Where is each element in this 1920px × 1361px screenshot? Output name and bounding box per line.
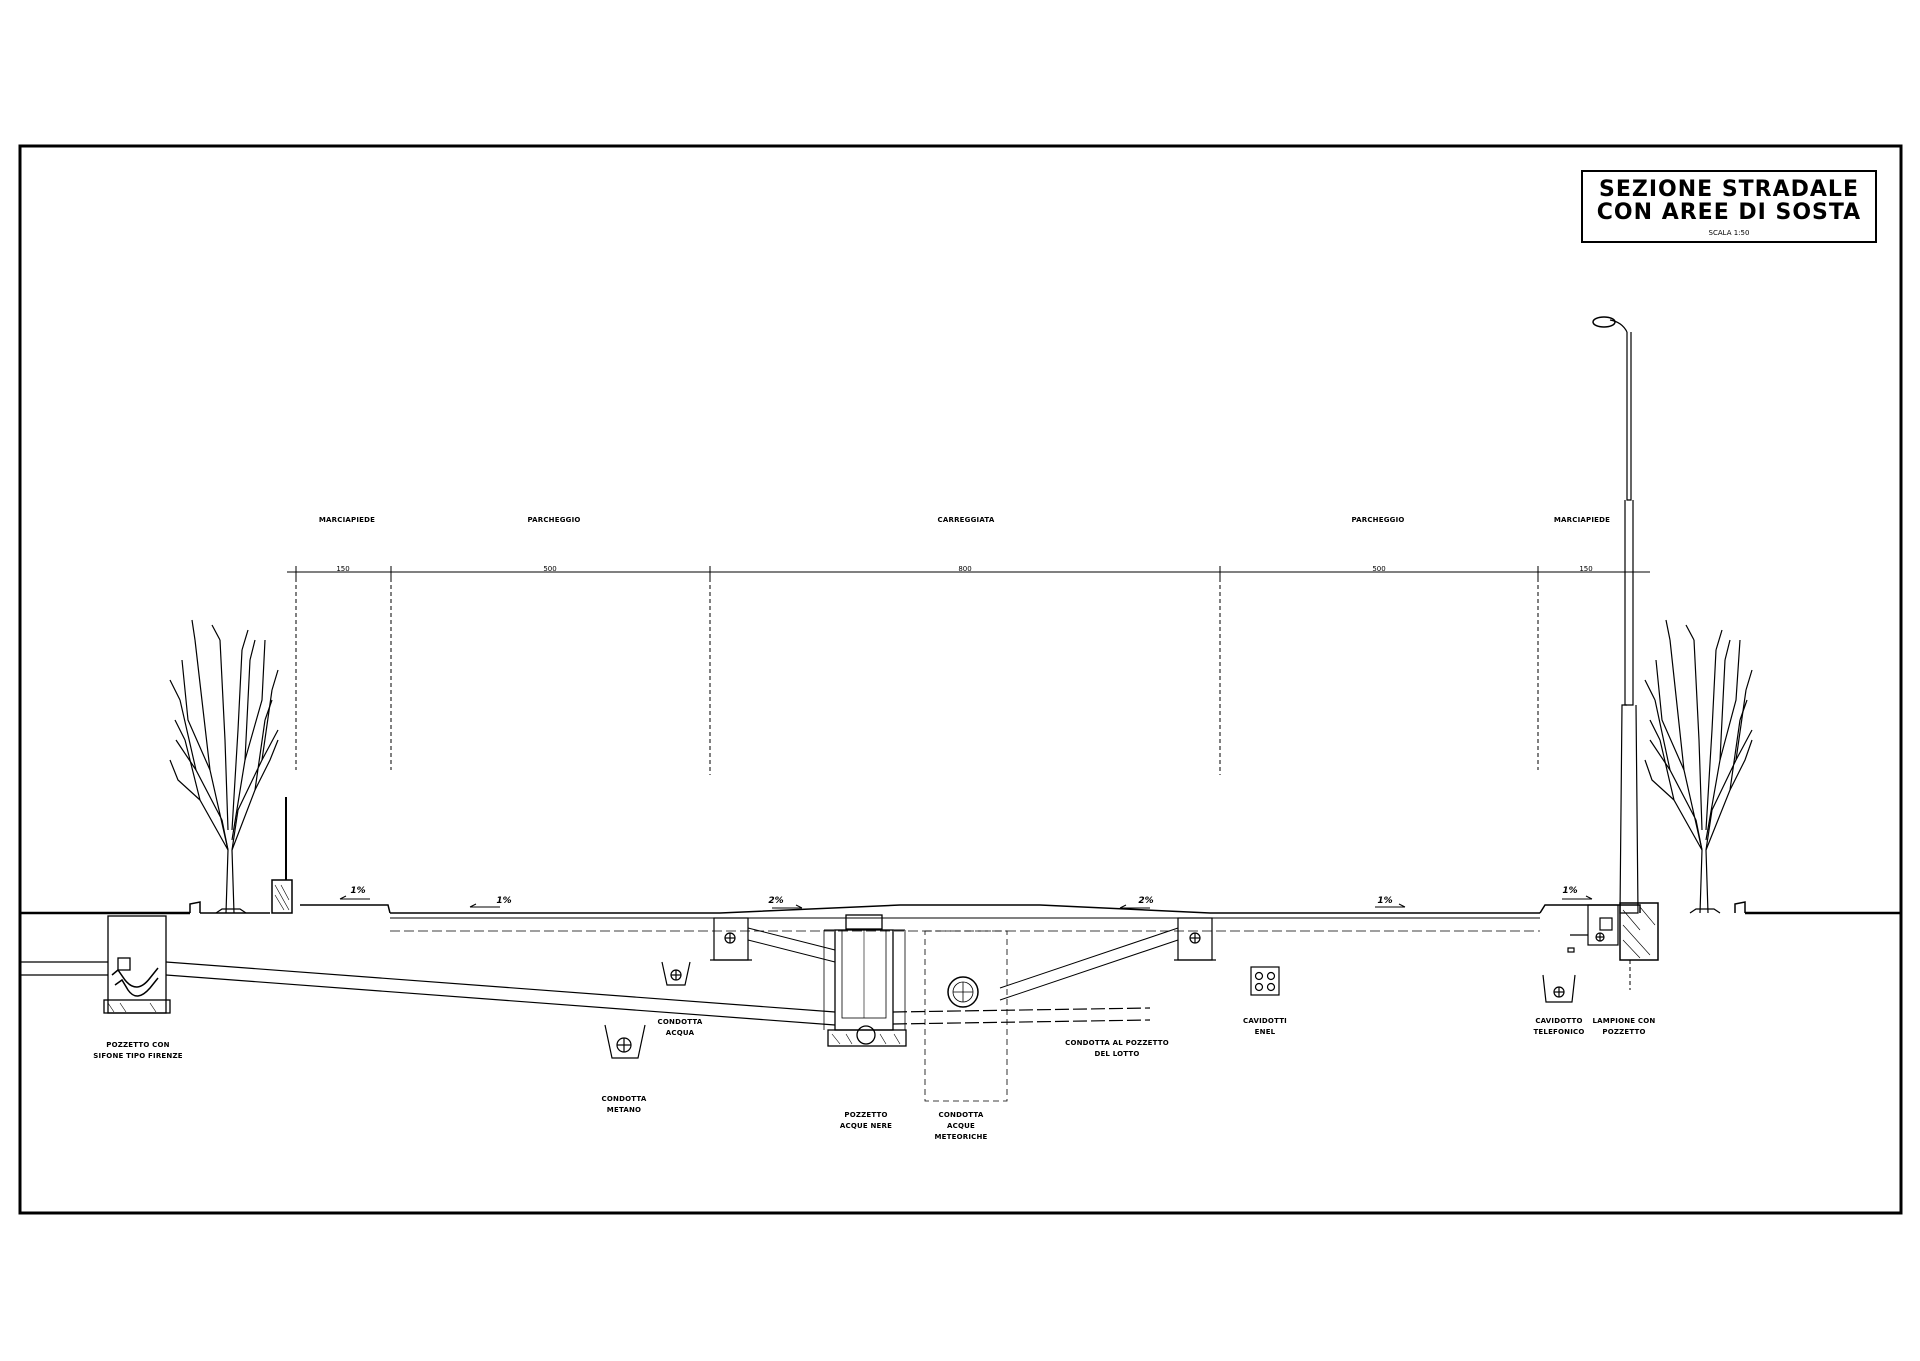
left-post — [271, 797, 293, 914]
label-condotta-lotto-1: CONDOTTA AL POZZETTO — [1065, 1039, 1169, 1047]
label-condotta-metano-2: METANO — [607, 1106, 641, 1114]
title-box — [1581, 170, 1877, 243]
label-acque-meteoriche-2: ACQUE — [947, 1122, 975, 1130]
tree-left-icon — [169, 619, 279, 914]
label-condotta-metano-1: CONDOTTA — [602, 1095, 647, 1103]
condotta-acque-meteoriche — [924, 930, 1008, 1102]
condotta-metano-icon — [604, 1024, 646, 1059]
dimension-parcheggio-left: 500 — [543, 565, 556, 573]
dimension-carreggiata: 800 — [958, 565, 971, 573]
slope-label-3: 2% — [768, 896, 783, 906]
dimension-parcheggio-right: 500 — [1372, 565, 1385, 573]
pozzetto-sifone — [103, 915, 171, 1014]
sewer-pipe — [20, 961, 1151, 1026]
drain-pipes — [747, 927, 1179, 1001]
label-cavidotti-enel-2: ENEL — [1255, 1028, 1276, 1036]
dimension-line — [287, 566, 1650, 775]
title-scale: SCALA 1:50 — [1709, 229, 1750, 237]
label-lampione-1: LAMPIONE CON — [1593, 1017, 1656, 1025]
slope-labels: 1% 1% 2% 2% 1% 1% — [350, 886, 1577, 906]
title-line-2: CON AREE DI SOSTA — [1597, 200, 1861, 225]
section-name-parcheggio-left: PARCHEGGIO — [527, 516, 580, 524]
slope-label-1: 1% — [350, 886, 365, 896]
dimension-marciapiede-right: 150 — [1579, 565, 1592, 573]
label-pozzetto-sifone-2: SIFONE TIPO FIRENZE — [93, 1052, 182, 1060]
section-names: MARCIAPIEDE PARCHEGGIO CARREGGIATA PARCH… — [319, 516, 1610, 524]
label-acque-meteoriche-3: METEORICHE — [934, 1133, 987, 1141]
label-lampione-2: POZZETTO — [1602, 1028, 1645, 1036]
slope-label-5: 1% — [1377, 896, 1392, 906]
title-line-1: SEZIONE STRADALE — [1599, 177, 1859, 202]
slope-label-2: 1% — [496, 896, 511, 906]
pozzetto-acque-nere — [823, 914, 907, 1047]
tree-right-icon — [1644, 619, 1753, 914]
label-pozzetto-acque-nere-1: POZZETTO — [844, 1111, 887, 1119]
annotation-labels: POZZETTO CON SIFONE TIPO FIRENZE CONDOTT… — [93, 1017, 1655, 1141]
dimension-values: 150 500 800 500 150 — [336, 565, 1592, 573]
section-name-marciapiede-right: MARCIAPIEDE — [1554, 516, 1610, 524]
street-lamp-icon — [1592, 316, 1659, 990]
slope-arrows — [339, 895, 1593, 909]
condotta-acqua-icon — [661, 961, 691, 986]
label-cavidotto-telefonico-1: CAVIDOTTO — [1535, 1017, 1582, 1025]
label-condotta-acqua-1: CONDOTTA — [658, 1018, 703, 1026]
slope-label-4: 2% — [1138, 896, 1153, 906]
telephone-pozzetto — [1567, 904, 1619, 953]
gully-right — [1174, 917, 1216, 961]
title-block: SEZIONE STRADALE CON AREE DI SOSTA SCALA… — [1581, 170, 1877, 243]
section-name-carreggiata: CARREGGIATA — [938, 516, 995, 524]
gully-left — [710, 917, 752, 961]
cavidotti-enel-icon — [1250, 966, 1280, 996]
label-pozzetto-sifone-1: POZZETTO CON — [106, 1041, 169, 1049]
label-condotta-lotto-2: DEL LOTTO — [1094, 1050, 1139, 1058]
label-cavidotti-enel-1: CAVIDOTTI — [1243, 1017, 1287, 1025]
slope-label-6: 1% — [1562, 886, 1577, 896]
label-acque-meteoriche-1: CONDOTTA — [939, 1111, 984, 1119]
section-name-parcheggio-right: PARCHEGGIO — [1351, 516, 1404, 524]
dimension-marciapiede-left: 150 — [336, 565, 349, 573]
label-cavidotto-telefonico-2: TELEFONICO — [1533, 1028, 1584, 1036]
label-condotta-acqua-2: ACQUA — [666, 1029, 695, 1037]
road-surface — [20, 901, 1901, 932]
drawing-frame — [18, 144, 1903, 1215]
label-pozzetto-acque-nere-2: ACQUE NERE — [840, 1122, 892, 1130]
cavidotto-telefonico-icon — [1542, 974, 1576, 1003]
section-name-marciapiede-left: MARCIAPIEDE — [319, 516, 375, 524]
